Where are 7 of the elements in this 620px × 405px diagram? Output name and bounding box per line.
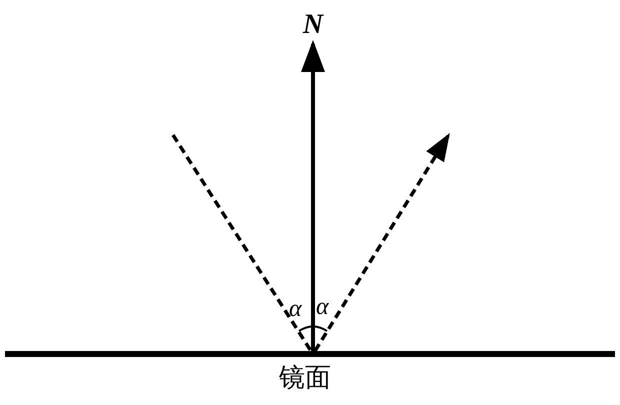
angle-label: α xyxy=(316,294,329,320)
angle-label: α xyxy=(289,296,302,322)
normal-arrow xyxy=(301,40,325,351)
mirror-label: 镜面 xyxy=(279,363,331,393)
incident-ray xyxy=(172,134,312,352)
normal-label: N xyxy=(298,8,328,42)
reflected-ray xyxy=(314,133,450,352)
